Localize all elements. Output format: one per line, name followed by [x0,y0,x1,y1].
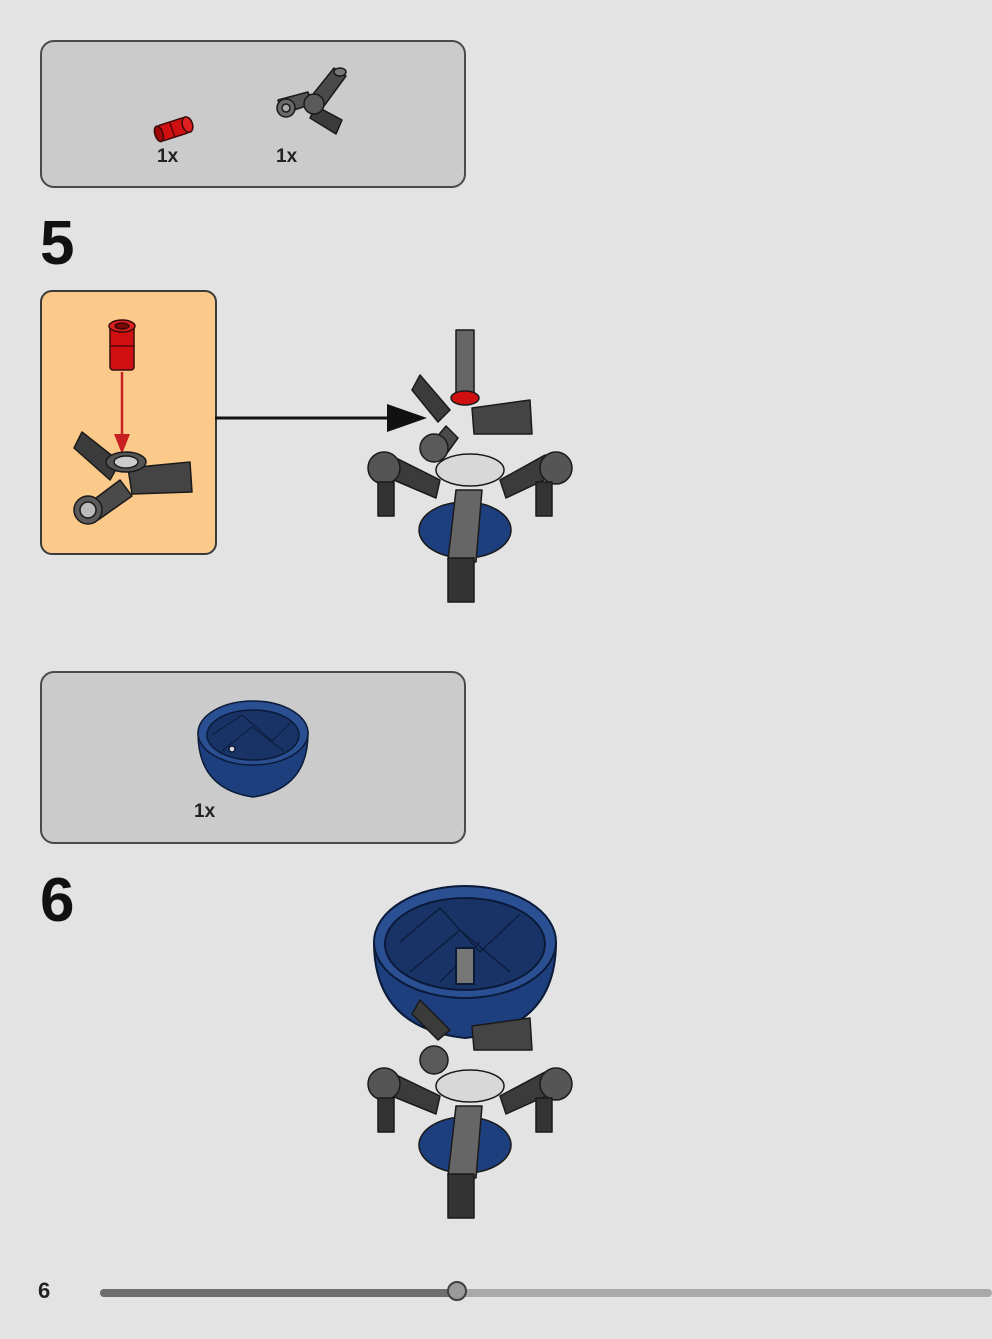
progress-knob[interactable] [446,1281,467,1301]
part-quantity: 1x [157,146,179,167]
part-quantity: 1x [276,146,298,167]
dark-gray-axle-connector-icon [73,431,193,525]
assembly-arrow-icon [114,372,130,454]
page-number: 6 [38,1278,51,1303]
blue-dome-icon [372,885,558,1040]
parts-list-step-5: 1x 1x [40,40,466,188]
progress-bar [100,1289,992,1297]
blue-dome-icon [197,700,309,798]
part-quantity: 1x [194,801,216,822]
progress-fill [100,1289,457,1297]
assembly-arrow-icon [215,404,427,432]
red-pin-icon [153,116,194,143]
parts-list-step-6: 1x [40,671,466,844]
assembly-model-icon [367,329,573,603]
sub-assembly-callout [40,290,217,555]
red-pin-icon [108,319,136,371]
step-number: 5 [40,209,75,278]
assembly-model-icon [367,999,573,1219]
dark-gray-axle-connector-icon [276,67,347,135]
step-number: 6 [40,866,75,935]
